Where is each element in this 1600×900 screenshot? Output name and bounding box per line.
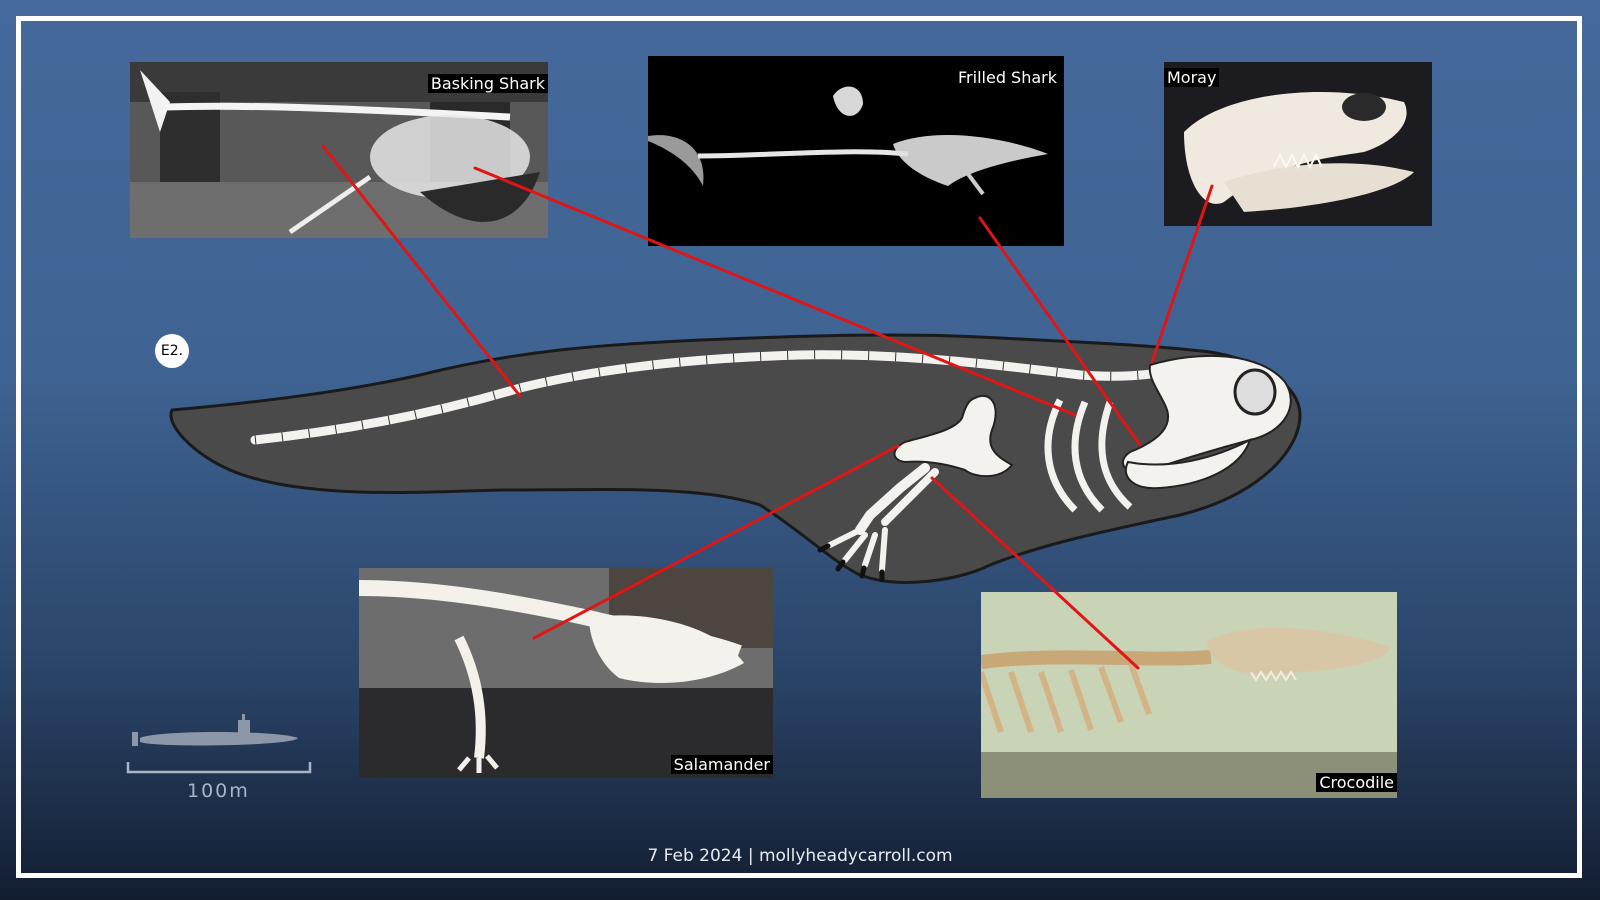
photo-crocodile[interactable]: Crocodile: [981, 592, 1397, 798]
crocodile-skeleton-image: [981, 592, 1397, 798]
slide-footer: 7 Feb 2024 | mollyheadycarroll.com: [647, 846, 953, 866]
submarine-icon: [132, 714, 298, 746]
caption-crocodile: Crocodile: [1316, 773, 1397, 792]
salamander-skeleton-image: [359, 568, 773, 778]
slide-frame: [16, 16, 1582, 878]
caption-basking-shark: Basking Shark: [427, 74, 548, 93]
scale-bar-label: 100m: [187, 780, 250, 802]
creature-eye-socket: [1233, 368, 1277, 416]
scale-bar: [126, 762, 312, 774]
caption-salamander: Salamander: [670, 755, 773, 774]
caption-frilled-shark: Frilled Shark: [955, 68, 1060, 87]
photo-frilled-shark[interactable]: Frilled Shark: [648, 56, 1064, 246]
photo-moray[interactable]: Moray: [1164, 62, 1432, 226]
caption-moray: Moray: [1164, 68, 1220, 87]
photo-salamander[interactable]: Salamander: [359, 568, 773, 778]
photo-basking-shark[interactable]: Basking Shark: [130, 62, 548, 238]
slide-marker-badge: E2.: [155, 334, 189, 368]
